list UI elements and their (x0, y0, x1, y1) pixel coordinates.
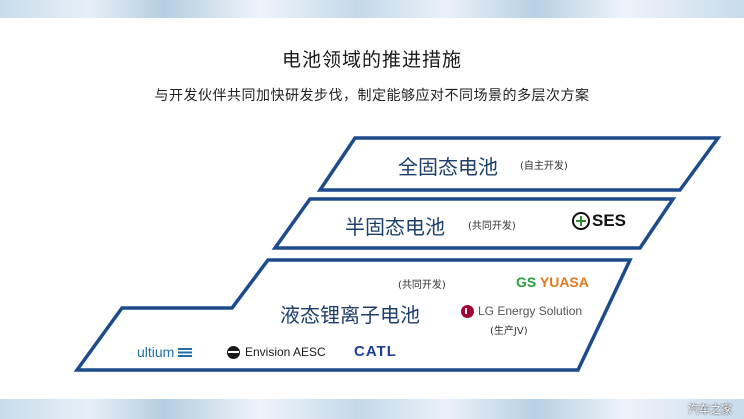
tier-top-note: (自主开发) (520, 161, 568, 172)
page-title: 电池领域的推进措施 (281, 49, 462, 71)
tier-middle-label: 半固态电池 (345, 215, 445, 239)
page-subtitle: 与开发伙伴共同加快研发步伐，制定能够应对不同场景的多层次方案 (154, 88, 590, 104)
envision-aesc-logo-text: Envision AESC (245, 345, 326, 359)
bottom-decor-band (0, 399, 744, 419)
watermark: 汽车之家 (688, 403, 732, 416)
tier-bottom-label: 液态锂离子电池 (280, 303, 420, 327)
gs-yuasa-logo-yuasa: YUASA (539, 274, 589, 290)
lg-energy-logo-text: LG Energy Solution (478, 304, 583, 318)
top-decor-band (0, 0, 744, 18)
envision-globe-icon (227, 345, 240, 359)
lg-face-icon (461, 304, 474, 318)
ses-plus-icon (572, 212, 590, 230)
lg-jv-note: (生产JV) (490, 326, 528, 337)
ses-logo: SES (572, 211, 626, 231)
catl-logo: CATL (354, 343, 397, 360)
ultium-logo: ultium (137, 344, 193, 360)
lg-energy-logo: LG Energy Solution (461, 304, 582, 318)
tier-middle-note: (共同开发) (468, 221, 516, 232)
tier-middle-frame (271, 197, 677, 250)
tier-bottom-note: (共同开发) (398, 280, 446, 291)
gs-yuasa-logo: GS YUASA (516, 274, 589, 290)
ses-logo-text: SES (592, 211, 627, 230)
tier-top-label: 全固态电池 (398, 155, 498, 179)
ultium-stripes-icon (178, 347, 193, 357)
tier-bottom-frame (73, 258, 633, 372)
gs-yuasa-logo-gs: GS (516, 274, 537, 290)
ultium-logo-text: ultium (137, 344, 175, 360)
envision-aesc-logo: Envision AESC (227, 345, 326, 359)
tier-top-frame (316, 136, 722, 192)
